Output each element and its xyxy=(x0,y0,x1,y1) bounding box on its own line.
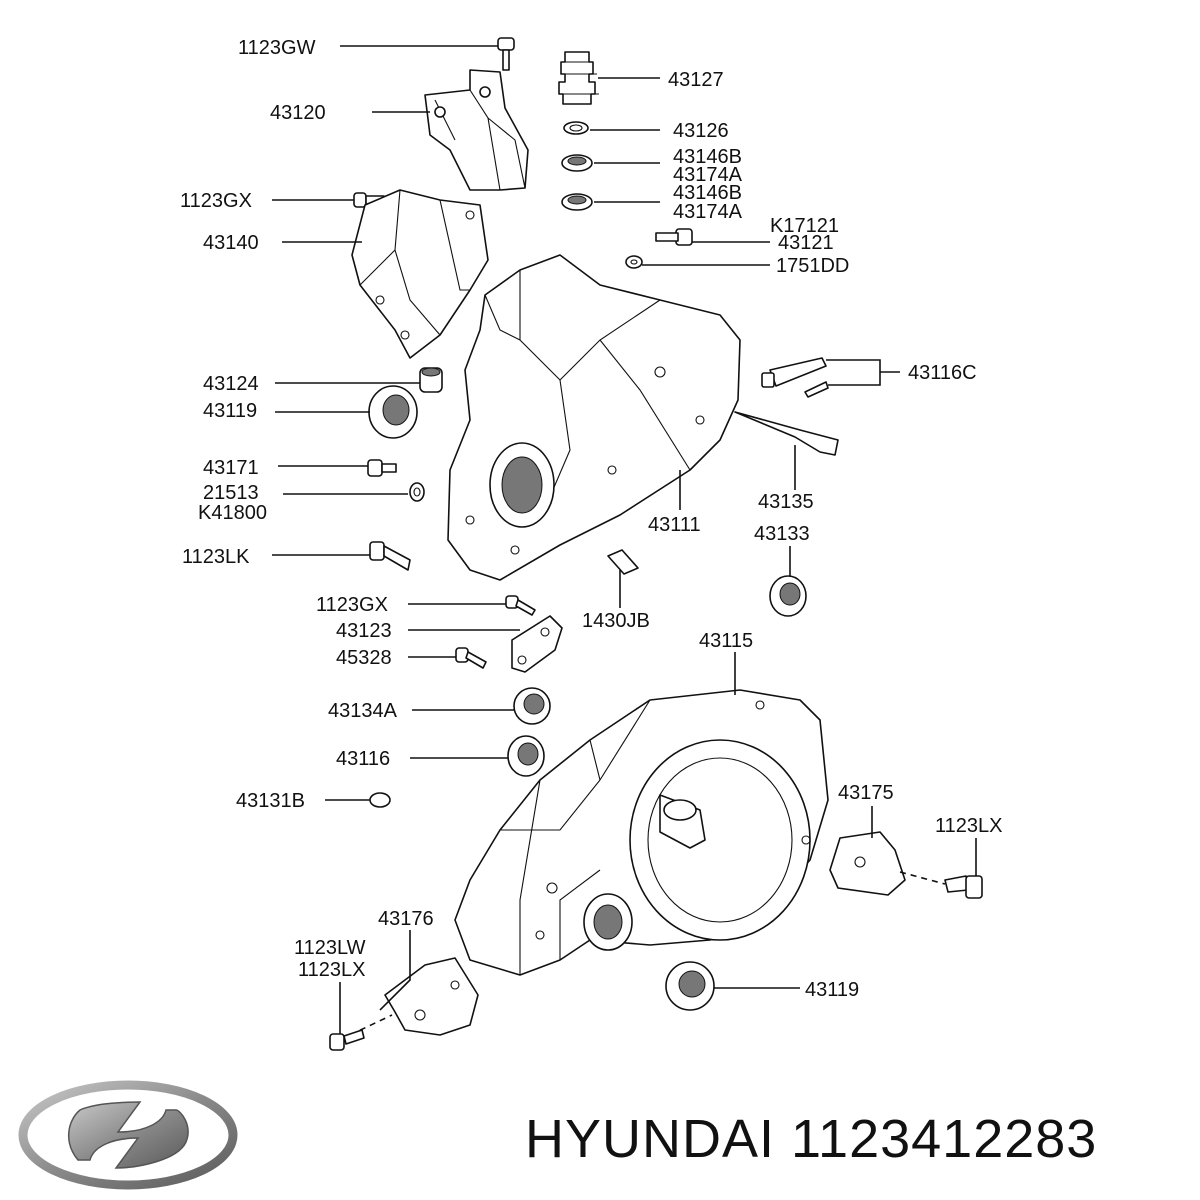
bolt-1123lk-drawing xyxy=(369,541,411,571)
transaxle-case-43111-drawing xyxy=(447,254,741,581)
bolt-45328-drawing xyxy=(455,647,487,669)
bolt-1123gx-middle-drawing xyxy=(505,595,536,616)
washers-drawing xyxy=(561,121,593,211)
seal-43124-drawing xyxy=(419,367,443,393)
bolt-43171-drawing xyxy=(367,459,425,502)
callout-label: 43119 xyxy=(203,400,257,422)
callout-label: 43111 xyxy=(648,514,701,536)
callout-label: 1123LX xyxy=(935,815,1002,837)
callout-label: 45328 xyxy=(336,647,392,669)
bolt-1123gw-drawing xyxy=(497,37,515,71)
callout-label: 43120 xyxy=(270,102,326,124)
bracket-43175-drawing xyxy=(829,831,906,896)
callout-label: 43174A xyxy=(673,201,743,223)
callout-label: 43176 xyxy=(378,908,434,930)
bolt-1123lw-drawing xyxy=(329,1014,393,1051)
callout-labels: 1123GW 43127 43120 43126 43146B 43174A 1… xyxy=(180,37,1002,1001)
brand-part-number: HYUNDAI 1123412283 xyxy=(525,1109,1098,1169)
callout-label: 1751DD xyxy=(776,255,849,277)
callout-label: 1123GX xyxy=(180,190,252,212)
callout-label: 43175 xyxy=(838,782,894,804)
strip-43135-drawing xyxy=(734,411,839,456)
callout-label: 21513 xyxy=(203,482,259,504)
callout-label: 43133 xyxy=(754,523,810,545)
callout-label: 1123LW xyxy=(294,937,366,959)
callout-label: 43124 xyxy=(203,373,259,395)
callout-label: 1430JB xyxy=(582,610,650,632)
callout-label: 43146B xyxy=(673,146,742,168)
callout-label: 43126 xyxy=(673,120,729,142)
callout-label: 43131B xyxy=(236,790,305,812)
callout-label: 43146B xyxy=(673,182,742,204)
callout-label: 1123LK xyxy=(182,546,250,568)
callout-label: 1123GX xyxy=(316,594,388,616)
callout-label: 1123GW xyxy=(238,37,316,59)
seal-43133-drawing xyxy=(769,575,807,617)
bolt-1123lx-right-drawing xyxy=(899,871,983,899)
callout-label: 43135 xyxy=(758,491,814,513)
callout-label: 43119 xyxy=(805,979,859,1001)
seal-43116-drawing xyxy=(507,735,545,777)
callout-label: 43123 xyxy=(336,620,392,642)
callout-label: 43115 xyxy=(699,630,753,652)
callout-label: K41800 xyxy=(198,502,267,524)
callout-label: 43171 xyxy=(203,457,259,479)
callout-label: K17121 xyxy=(770,215,839,237)
bolt-43121-drawing xyxy=(625,228,693,269)
callout-label: 43174A xyxy=(673,164,743,186)
bracket-43120-drawing xyxy=(424,69,529,191)
clutch-housing-43115-drawing xyxy=(454,689,829,976)
cover-43140-drawing xyxy=(351,189,489,359)
callout-label: 43127 xyxy=(668,69,724,91)
leader-lines xyxy=(272,45,977,1034)
seal-43119-lower-drawing xyxy=(665,961,715,1011)
callout-label: 43134A xyxy=(328,700,398,722)
callout-label: 43116C xyxy=(908,362,977,384)
hyundai-logo-icon xyxy=(18,1080,238,1190)
sealant-43116c-drawing xyxy=(761,357,829,398)
seal-43134a-drawing xyxy=(513,687,551,725)
callout-label: 43116 xyxy=(336,748,390,770)
seal-43119-upper-drawing xyxy=(368,385,418,439)
pin-1430jb-drawing xyxy=(607,549,639,575)
callout-label: 43140 xyxy=(203,232,259,254)
callout-label: 1123LX xyxy=(298,959,365,981)
bracket-43176-drawing xyxy=(384,957,479,1036)
plug-43131b-drawing xyxy=(369,792,391,808)
bracket-43123-drawing xyxy=(511,615,563,673)
callout-label: 43121 xyxy=(778,232,834,254)
boot-43127-drawing xyxy=(558,51,599,105)
